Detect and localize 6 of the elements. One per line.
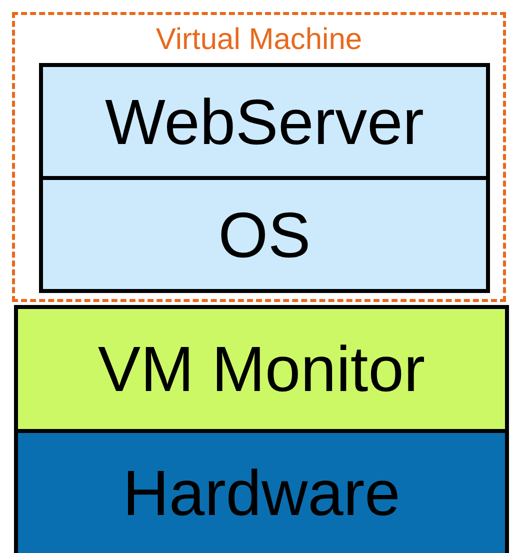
layer-label: VM Monitor [98,337,426,401]
layer-label: WebServer [105,90,424,154]
layer-label: Hardware [122,461,400,525]
dashed-frame [12,12,506,302]
frame-title: Virtual Machine [154,25,364,55]
layer-label: OS [218,202,311,266]
